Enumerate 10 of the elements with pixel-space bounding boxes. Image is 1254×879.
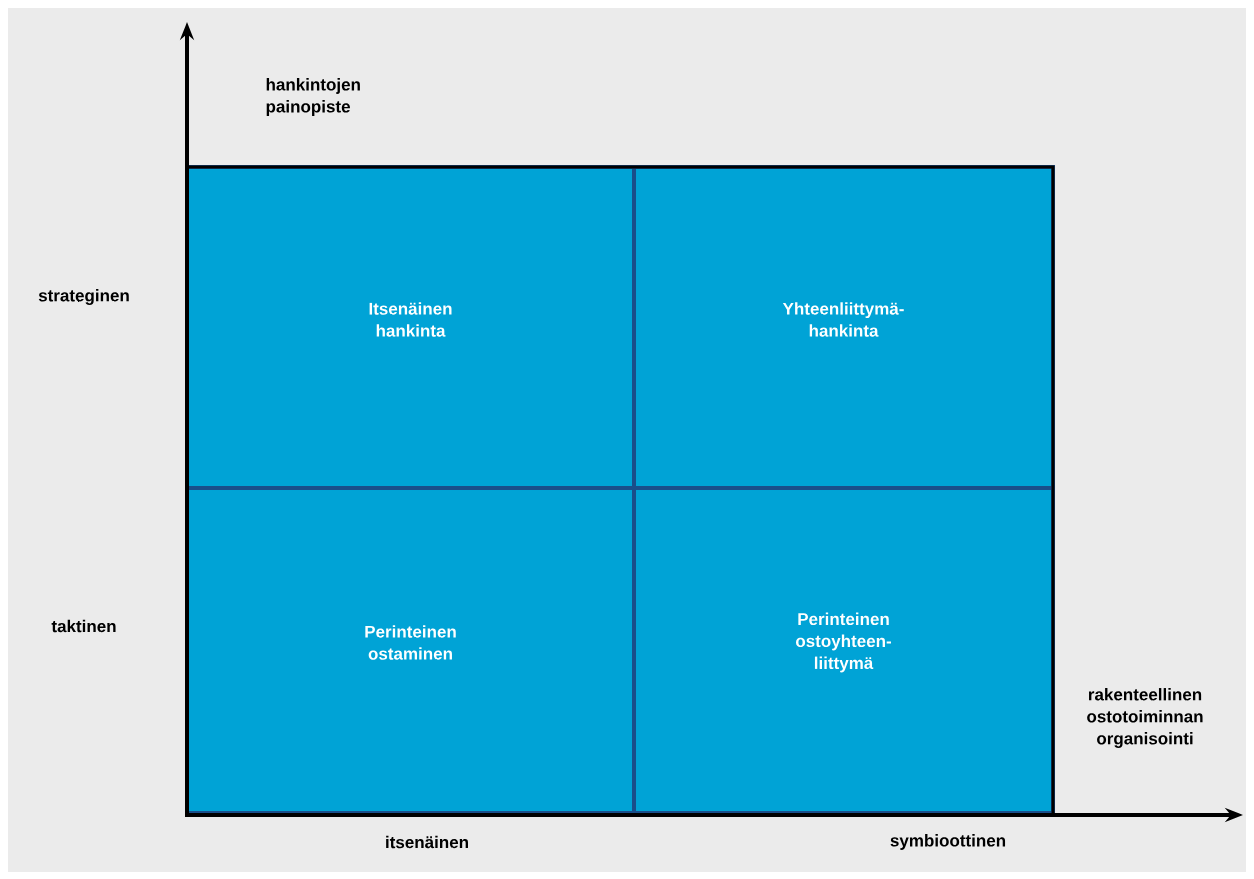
axis-label: taktinen: [51, 619, 116, 633]
axis-label: hankintojen painopiste: [266, 78, 360, 116]
quadrant-box: Itsenäinen hankinta: [185, 165, 636, 490]
quadrant-box: Yhteenliittymä-hankinta: [632, 165, 1055, 490]
axis-label: strateginen: [38, 289, 129, 305]
axis-label: rakenteellinen ostotoiminnan organisointi: [1087, 688, 1203, 748]
axis-label: symbioottinen: [890, 834, 1006, 850]
axis-label: itsenäinen: [386, 835, 468, 849]
quadrant-box: Perinteinen ostaminen: [185, 486, 636, 815]
quadrant-box: Perinteinen ostoyhteen-liittymä: [632, 486, 1055, 815]
